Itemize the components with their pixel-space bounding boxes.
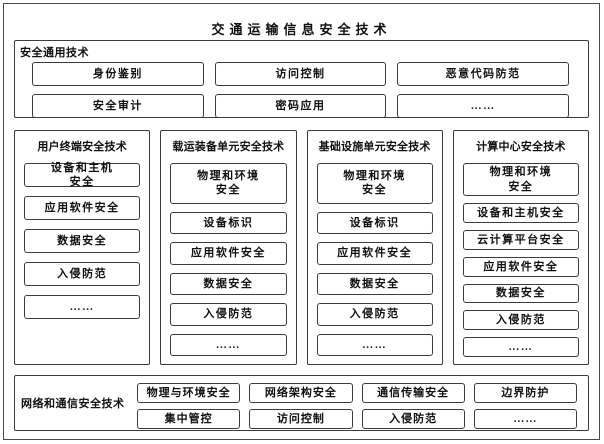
column-item-box: 设备标识 (170, 211, 287, 235)
general-security-group-label: 安全通用技术 (20, 47, 89, 59)
security-columns: 用户终端安全技术 设备和主机 安全 应用软件安全 数据安全 入侵防范 …… 载运… (14, 130, 589, 365)
network-security-group: 网络和通信安全技术 物理与环境安全 网络架构安全 通信传输安全 边界防护 集中管… (14, 375, 589, 431)
column-item-box: 应用软件安全 (24, 196, 141, 220)
column-item-box: …… (170, 333, 287, 356)
general-item-box: 密码应用 (214, 94, 387, 118)
network-item-box: 边界防护 (473, 383, 577, 403)
column-infrastructure: 基础设施单元安全技术 物理和环境 安全 设备标识 应用软件安全 数据安全 入侵防… (306, 130, 443, 365)
column-user-terminal: 用户终端安全技术 设备和主机 安全 应用软件安全 数据安全 入侵防范 …… (14, 130, 151, 365)
column-item-box: …… (24, 295, 141, 319)
column-title: 载运装备单元安全技术 (172, 141, 285, 153)
column-title: 用户终端安全技术 (37, 141, 127, 153)
column-item-box: 云计算平台安全 (462, 230, 579, 250)
general-item-box: 恶意代码防范 (397, 62, 569, 86)
column-title: 基础设施单元安全技术 (318, 141, 431, 153)
column-item-box: 物理和环境 安全 (316, 162, 433, 204)
column-item-box: 数据安全 (316, 272, 433, 296)
column-item-box: …… (316, 333, 433, 356)
network-item-box: 访问控制 (249, 409, 353, 429)
column-item-box: 数据安全 (24, 229, 141, 253)
general-item-box: 身份鉴别 (32, 62, 204, 86)
general-security-group: 安全通用技术 身份鉴别 访问控制 恶意代码防范 安全审计 密码应用 …… (14, 40, 589, 118)
column-vehicle-equipment: 载运装备单元安全技术 物理和环境 安全 设备标识 应用软件安全 数据安全 入侵防… (160, 130, 297, 365)
column-item-box: 设备和主机安全 (462, 203, 579, 224)
network-item-box: 入侵防范 (361, 409, 465, 429)
column-item-box: 入侵防范 (316, 303, 433, 326)
network-item-box: 网络架构安全 (249, 383, 353, 403)
column-item-box: 应用软件安全 (170, 242, 287, 265)
column-item-box: 数据安全 (170, 272, 287, 296)
network-security-group-label: 网络和通信安全技术 (21, 398, 125, 410)
general-item-box: 访问控制 (214, 62, 387, 86)
column-item-box: 入侵防范 (462, 310, 579, 331)
column-item-box: 物理和环境 安全 (170, 162, 287, 204)
column-item-box: 物理和环境 安全 (462, 162, 579, 197)
diagram-page: 交通运输信息安全技术 安全通用技术 身份鉴别 访问控制 恶意代码防范 安全审计 … (3, 3, 600, 440)
general-security-grid: 身份鉴别 访问控制 恶意代码防范 安全审计 密码应用 …… (15, 62, 588, 127)
network-security-grid: 物理与环境安全 网络架构安全 通信传输安全 边界防护 集中管控 访问控制 入侵防… (137, 376, 588, 430)
column-title: 计算中心安全技术 (476, 141, 566, 153)
network-item-box: 集中管控 (137, 409, 241, 429)
column-item-box: 数据安全 (462, 283, 579, 304)
column-item-box: 入侵防范 (24, 262, 141, 286)
column-item-box: 设备标识 (316, 211, 433, 235)
network-item-box: 通信传输安全 (361, 383, 465, 403)
column-item-box: …… (462, 337, 579, 357)
column-computing-center: 计算中心安全技术 物理和环境 安全 设备和主机安全 云计算平台安全 应用软件安全… (452, 130, 589, 365)
column-item-box: 应用软件安全 (316, 242, 433, 265)
general-item-box: 安全审计 (32, 94, 204, 118)
column-item-box: 设备和主机 安全 (24, 162, 141, 188)
diagram-title: 交通运输信息安全技术 (211, 22, 392, 37)
column-item-box: 入侵防范 (170, 303, 287, 326)
network-item-box: …… (473, 409, 577, 429)
network-item-box: 物理与环境安全 (137, 383, 241, 403)
general-item-box: …… (397, 94, 569, 118)
column-item-box: 应用软件安全 (462, 256, 579, 277)
